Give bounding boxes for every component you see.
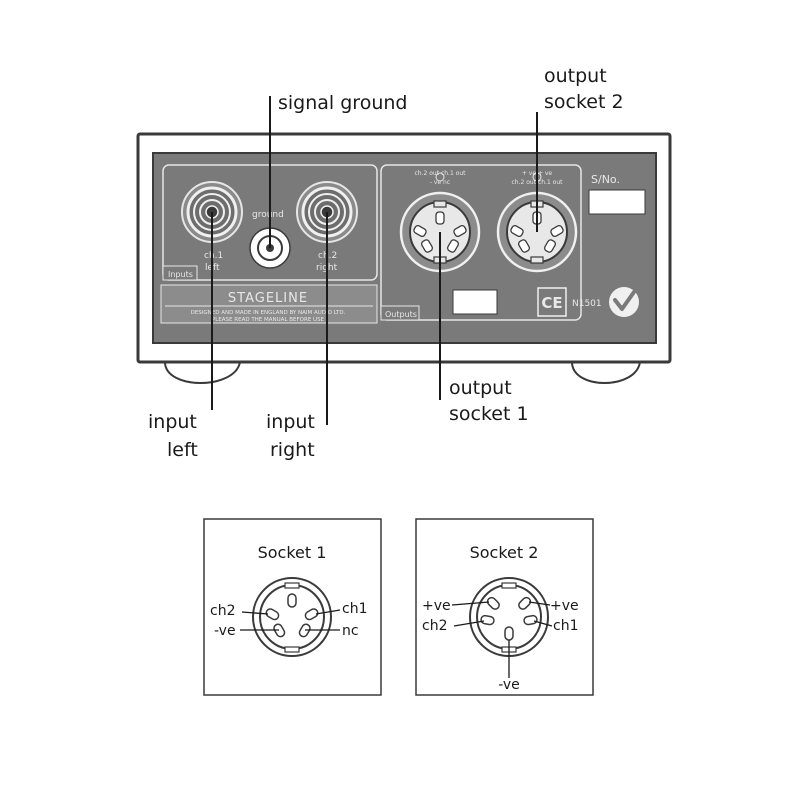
socket-2-detail: Socket 2 +ve ch2 +ve ch1 -ve [415,518,594,696]
socket-2-ch2: ch2 [422,618,447,634]
socket-1-ch1: ch1 [342,601,367,617]
signal-ground-label: signal ground [278,92,407,114]
output-socket-2-label-line2: socket 2 [544,91,624,113]
socket-2-title: Socket 2 [470,543,539,562]
outputs-tab-label: Outputs [385,310,417,319]
left-foot [163,361,242,384]
socket-2-neg: -ve [498,677,520,693]
check-logo-icon [609,287,639,317]
outputs-tab [380,305,420,321]
socket-1-pinout-icon [252,577,332,657]
inputs-tab-label: Inputs [168,270,193,279]
right-foot [570,361,642,384]
cert-code: N1501 [572,299,602,309]
out1-pin-text-2: - ve nc [430,179,450,186]
ce-box [537,287,567,317]
outputs-section [380,164,582,321]
socket-1-nc: nc [342,623,359,639]
serial-label: S/No. [591,173,620,186]
tagline-2: PLEASE READ THE MANUAL BEFORE USE [212,317,325,323]
input-right-label-line2: right [270,439,315,461]
socket-1-title: Socket 1 [258,543,327,562]
blank-label [452,289,498,315]
input-left-label-line2: left [167,439,198,461]
inputs-tab [162,265,198,281]
ch1-label: ch.1 [204,251,223,261]
output-socket-2-label-line1: output [544,65,607,87]
ground-label: ground [252,210,284,220]
input-right-label-line1: input [266,411,315,433]
socket-1-neg: -ve [214,623,236,639]
socket-2-ch1: ch1 [553,618,578,634]
serial-box [588,189,646,215]
brand-plate [160,284,378,324]
brand-name: STAGELINE [228,291,308,306]
output-socket-1-label-line1: output [449,377,512,399]
socket-1-detail: Socket 1 ch2 -ve ch1 nc [203,518,382,696]
callout-lines [211,96,538,425]
output-socket-1-label-line2: socket 1 [449,403,529,425]
unit-body: Inputs ch.1 left ground ch.2 right [136,132,672,384]
socket-2-pos-right: +ve [550,598,579,614]
socket-2-pos-left: +ve [422,598,451,614]
ce-mark: CE [541,294,562,312]
tagline-1: DESIGNED AND MADE IN ENGLAND BY NAIM AUD… [191,310,346,316]
socket-1-ch2: ch2 [210,603,235,619]
input-left-label-line1: input [148,411,197,433]
